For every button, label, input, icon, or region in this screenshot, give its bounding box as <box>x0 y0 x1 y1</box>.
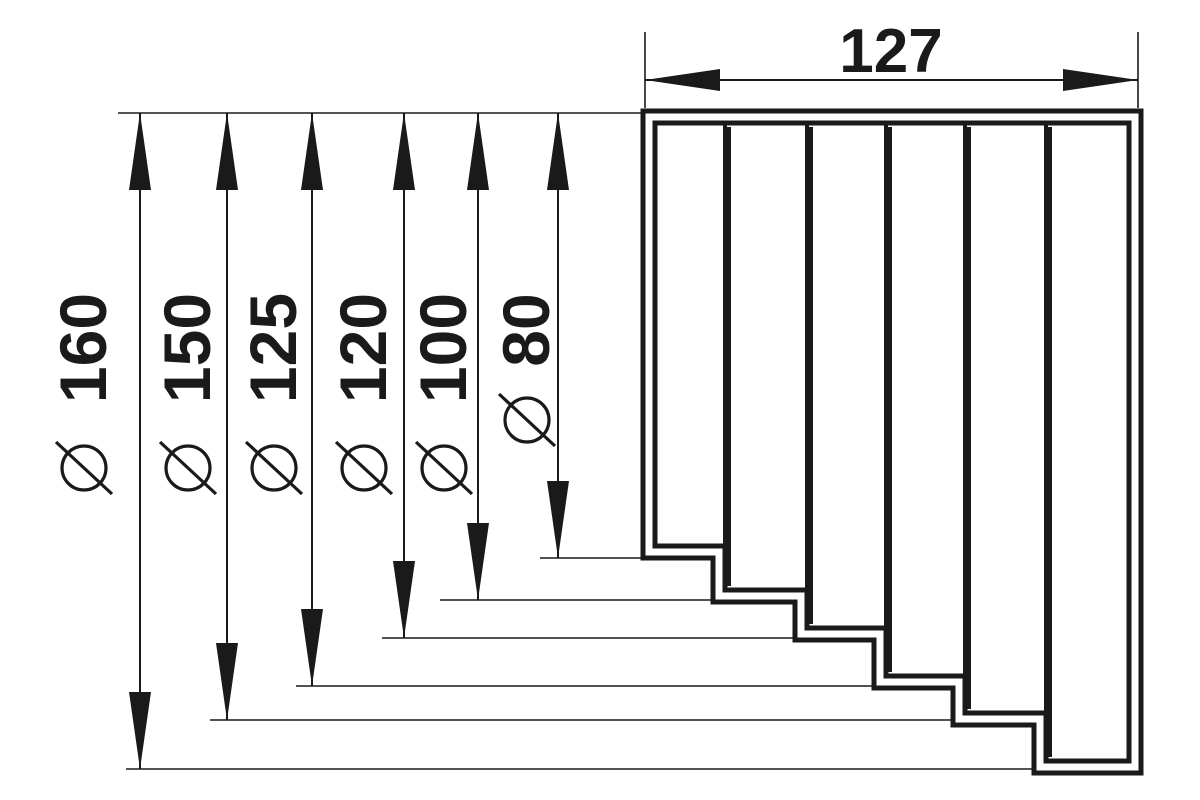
dimension-dia-120: 120 <box>326 113 415 638</box>
diameter-symbol-icon <box>244 440 304 496</box>
dimension-dia-100: 100 <box>406 113 489 600</box>
dimension-label-dia-150: 150 <box>150 293 224 403</box>
partition-4 <box>963 121 1048 715</box>
arrow-top-dia-80 <box>547 113 569 190</box>
arrow-top-dia-160 <box>129 113 151 190</box>
dimension-label-dia-80: 80 <box>489 293 563 366</box>
diameter-symbol-icon <box>334 440 394 496</box>
diameter-symbol-icon <box>497 392 557 448</box>
arrow-bottom-dia-100 <box>467 523 489 600</box>
dimension-label-dia-100: 100 <box>406 293 480 403</box>
dimension-label-dia-160: 160 <box>46 293 120 403</box>
width-dimension: 127 <box>644 17 1139 108</box>
dimension-dia-160: 160 <box>46 113 151 769</box>
dimension-label-dia-120: 120 <box>326 293 400 403</box>
width-arrow-left <box>645 69 720 91</box>
arrow-bottom-dia-160 <box>129 692 151 769</box>
dimension-dia-125: 125 <box>236 113 323 686</box>
arrow-bottom-dia-150 <box>216 643 238 720</box>
bottom-extension-lines <box>126 557 1034 770</box>
partitions <box>723 121 1052 757</box>
dimension-dia-150: 150 <box>150 113 238 720</box>
diameter-symbol-icon <box>158 440 218 496</box>
arrow-bottom-dia-120 <box>393 561 415 638</box>
outer-profile-outline <box>640 108 1144 776</box>
arrow-top-dia-120 <box>393 113 415 190</box>
partition-2 <box>805 121 888 630</box>
dimension-label-dia-125: 125 <box>236 293 310 403</box>
arrow-top-dia-125 <box>301 113 323 190</box>
diameter-dimensions: 160 150 125 <box>46 113 569 769</box>
partition-3 <box>884 121 967 678</box>
dimension-dia-80: 80 <box>489 113 569 558</box>
arrow-bottom-dia-125 <box>301 609 323 686</box>
arrow-top-dia-150 <box>216 113 238 190</box>
diameter-symbol-icon <box>414 440 474 496</box>
arrow-bottom-dia-80 <box>547 481 569 558</box>
arrow-top-dia-100 <box>467 113 489 190</box>
width-arrow-right <box>1063 69 1138 91</box>
diameter-symbol-icon <box>54 440 114 496</box>
width-label: 127 <box>839 17 942 86</box>
partition-1 <box>723 121 809 592</box>
